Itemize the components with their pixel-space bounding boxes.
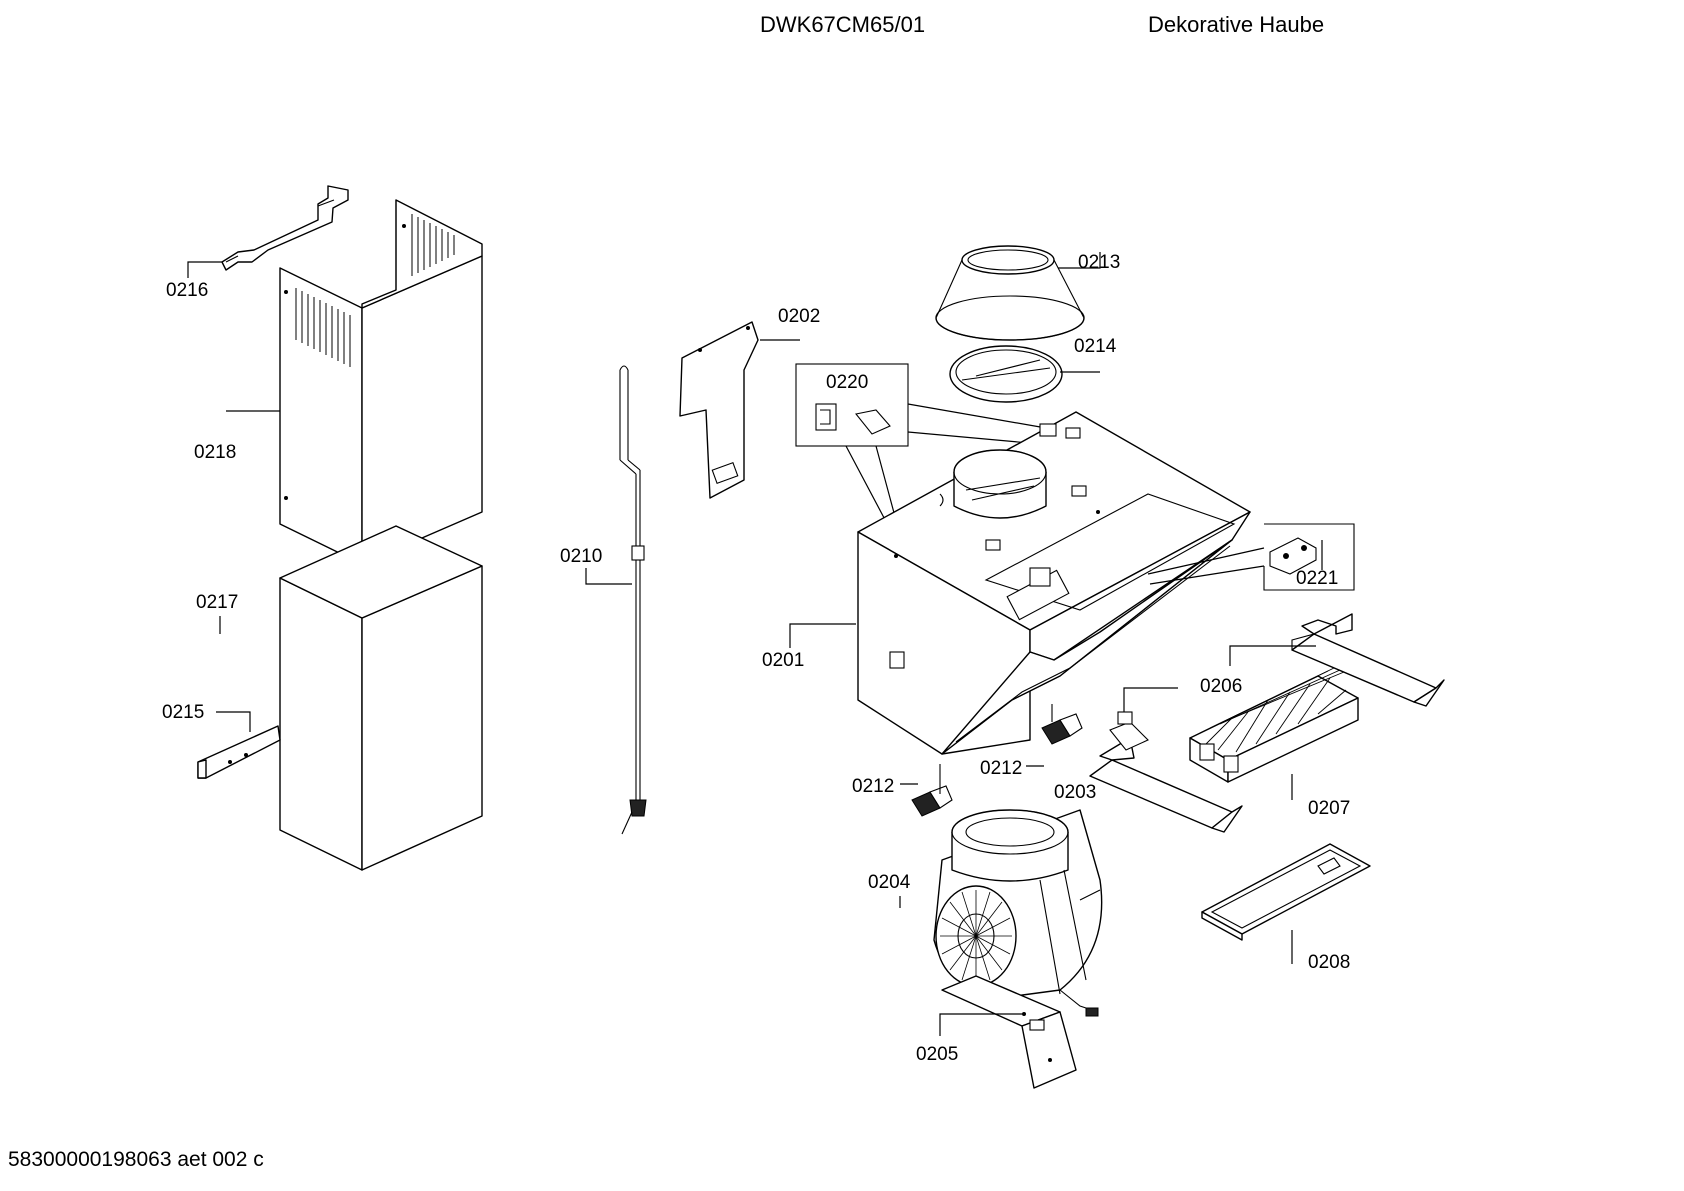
part-0216-bracket bbox=[221, 185, 349, 271]
label-0205: 0205 bbox=[916, 1044, 958, 1065]
label-0213: 0213 bbox=[1078, 252, 1120, 273]
model-number: DWK67CM65/01 bbox=[760, 12, 926, 37]
part-0212-clip-left bbox=[911, 764, 953, 817]
part-0207-filter bbox=[1189, 667, 1359, 783]
label-0201: 0201 bbox=[762, 650, 804, 671]
label-0208: 0208 bbox=[1308, 952, 1350, 973]
part-0214-flap bbox=[949, 345, 1063, 403]
part-0205-base-plate bbox=[941, 975, 1077, 1089]
label-0216: 0216 bbox=[166, 280, 208, 301]
leader-0205 bbox=[939, 1013, 1022, 1036]
part-0208-filter-frame bbox=[1201, 843, 1371, 941]
label-0203: 0203 bbox=[1054, 782, 1096, 803]
leader-0203 bbox=[1123, 687, 1178, 712]
callout-0220 bbox=[795, 363, 1047, 551]
label-0206: 0206 bbox=[1200, 676, 1242, 697]
part-0213-ring bbox=[935, 245, 1085, 341]
leader-0206 bbox=[1229, 645, 1316, 666]
part-0215-bracket bbox=[197, 725, 281, 779]
part-0217-lower-chimney bbox=[279, 525, 483, 871]
label-0220: 0220 bbox=[826, 372, 868, 393]
part-0210-rod bbox=[619, 365, 647, 835]
label-0204: 0204 bbox=[868, 872, 911, 893]
part-0201-hood-body bbox=[857, 411, 1251, 755]
diagram-subtitle: Dekorative Haube bbox=[1148, 12, 1325, 37]
leader-0213 bbox=[1058, 252, 1101, 269]
leader-0210 bbox=[585, 568, 632, 585]
part-0218-upper-chimney bbox=[279, 199, 483, 565]
part-0203-bracket bbox=[1089, 711, 1243, 833]
label-0214: 0214 bbox=[1074, 336, 1117, 357]
leader-0216 bbox=[187, 261, 222, 278]
leader-0201 bbox=[789, 623, 856, 648]
label-0217: 0217 bbox=[196, 592, 238, 613]
label-0210: 0210 bbox=[560, 546, 602, 567]
part-0204-blower bbox=[933, 809, 1103, 1017]
part-0206-bracket bbox=[1291, 613, 1445, 707]
label-0212a: 0212 bbox=[852, 776, 894, 797]
part-0202-plate bbox=[679, 321, 759, 499]
part-0212-clip-right bbox=[1041, 704, 1083, 745]
label-0221: 0221 bbox=[1296, 568, 1338, 589]
label-0218: 0218 bbox=[194, 442, 236, 463]
label-0202: 0202 bbox=[778, 306, 820, 327]
leader-0215 bbox=[216, 711, 251, 732]
label-0212b: 0212 bbox=[980, 758, 1022, 779]
callout-0221 bbox=[1147, 523, 1355, 591]
label-0207: 0207 bbox=[1308, 798, 1350, 819]
document-code: 58300000198063 aet 002 c bbox=[8, 1148, 264, 1171]
label-0215: 0215 bbox=[162, 702, 204, 723]
